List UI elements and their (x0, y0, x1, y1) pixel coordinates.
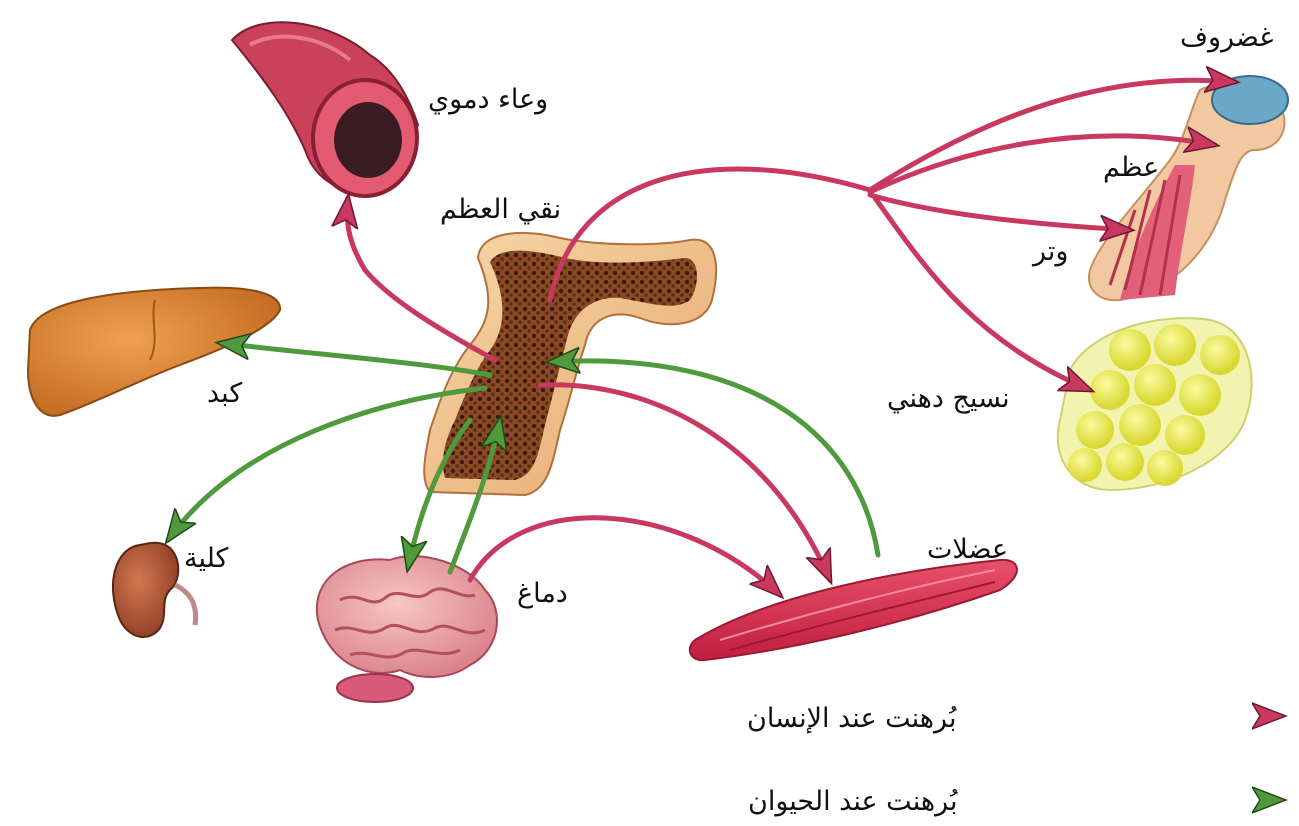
brain-illustration (315, 555, 498, 703)
fat-tissue-illustration (1056, 317, 1253, 492)
cartilage-bone-tendon-illustration (1088, 75, 1289, 302)
label-bone-marrow: نقي العظم (440, 194, 562, 225)
liver-illustration (26, 286, 282, 417)
label-bone: عظم (1103, 152, 1160, 183)
label-tendon: وتر (1033, 236, 1069, 267)
label-cartilage: غضروف (1180, 22, 1274, 53)
bone-marrow-illustration (423, 232, 718, 497)
blood-vessel-illustration (230, 21, 420, 198)
arrow-to-liver (220, 343, 493, 378)
arrow-to-kidney (168, 385, 488, 540)
arrow-to-muscle (537, 382, 833, 580)
kidney-illustration (112, 541, 199, 638)
arrow-to-bone (867, 136, 1215, 195)
legend-animal-label: بُرهنت عند الحيوان (748, 786, 958, 817)
muscle-illustration (688, 558, 1018, 662)
arrow-to-brain (408, 417, 473, 568)
arrow-to-tendon (867, 192, 1130, 230)
label-blood-vessel: وعاء دموي (428, 84, 549, 115)
arrow-brain-to-marrow (447, 420, 500, 575)
human-arrows (347, 80, 1235, 595)
animal-arrows (168, 343, 881, 575)
arrow-muscle-to-marrow (550, 361, 881, 558)
label-muscles: عضلات (927, 534, 1009, 565)
label-brain: دماغ (517, 578, 568, 609)
legend-human-label: بُرهنت عند الإنسان (747, 703, 957, 734)
label-kidney: كلية (184, 543, 229, 574)
arrow-to-fat-tissue (872, 195, 1090, 393)
label-liver: كبد (207, 378, 243, 409)
arrow-brain-to-muscle (467, 515, 780, 595)
arrow-to-blood-vessel (347, 198, 498, 363)
legend-arrows (1020, 716, 1282, 800)
label-fat-tissue: نسيج دهني (887, 383, 1010, 414)
